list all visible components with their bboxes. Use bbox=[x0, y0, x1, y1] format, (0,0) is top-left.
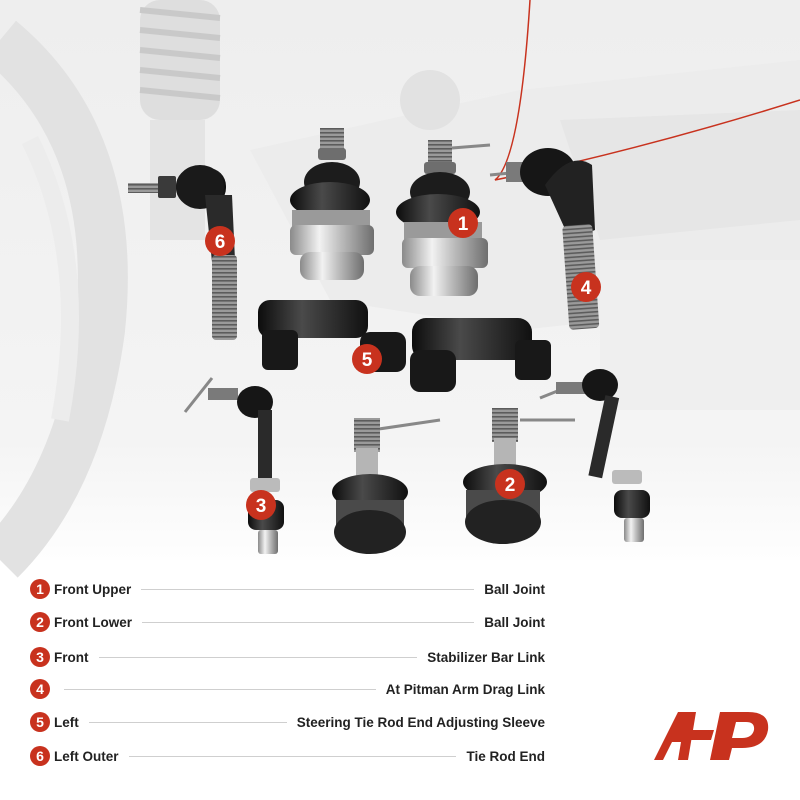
row-position: Left Outer bbox=[54, 748, 119, 764]
row-position: Front Upper bbox=[54, 581, 132, 597]
svg-text:3: 3 bbox=[256, 496, 267, 517]
row-part-name: Steering Tie Rod End Adjusting Sleeve bbox=[296, 714, 545, 730]
callout-1: 1 bbox=[448, 208, 478, 238]
row-divider bbox=[142, 621, 475, 623]
part-upper-ball-joint-a bbox=[290, 128, 374, 280]
callout-6: 6 bbox=[205, 226, 235, 256]
row-part-name: Ball Joint bbox=[484, 581, 545, 597]
parts-list-row: 5 Left Steering Tie Rod End Adjusting Sl… bbox=[30, 711, 545, 733]
svg-text:5: 5 bbox=[362, 350, 373, 371]
part-upper-ball-joint bbox=[396, 140, 491, 296]
a-premium-logo-icon bbox=[654, 712, 769, 760]
parts-list-row: 2 Front Lower Ball Joint bbox=[30, 611, 545, 633]
parts-list-row: 3 Front Stabilizer Bar Link bbox=[30, 646, 545, 668]
row-position: Front bbox=[54, 649, 89, 665]
row-position: Left bbox=[54, 714, 79, 730]
callout-4: 4 bbox=[571, 272, 601, 302]
row-number-badge: 1 bbox=[30, 579, 50, 599]
callout-5: 5 bbox=[352, 344, 382, 374]
part-stabilizer-link-right bbox=[539, 369, 650, 542]
parts-list-row: 4 At Pitman Arm Drag Link bbox=[30, 678, 545, 700]
svg-text:4: 4 bbox=[581, 278, 592, 299]
row-part-name: Ball Joint bbox=[484, 614, 545, 630]
row-divider bbox=[88, 721, 287, 723]
row-number-badge: 2 bbox=[30, 612, 50, 632]
parts-list-row: 6 Left Outer Tie Rod End bbox=[30, 745, 545, 767]
callout-2: 2 bbox=[495, 469, 525, 499]
svg-text:2: 2 bbox=[505, 475, 516, 496]
part-adjusting-sleeves bbox=[258, 300, 551, 392]
callout-3: 3 bbox=[246, 490, 276, 520]
row-divider bbox=[64, 688, 376, 690]
row-part-name: Stabilizer Bar Link bbox=[427, 649, 545, 665]
row-number-badge: 3 bbox=[30, 647, 50, 667]
row-number-badge: 5 bbox=[30, 712, 50, 732]
row-position: Front Lower bbox=[54, 614, 132, 630]
row-part-name: At Pitman Arm Drag Link bbox=[385, 681, 545, 697]
row-part-name: Tie Rod End bbox=[466, 748, 545, 764]
parts-list-row: 1 Front Upper Ball Joint bbox=[30, 578, 545, 600]
svg-text:1: 1 bbox=[458, 214, 469, 235]
svg-text:6: 6 bbox=[215, 232, 226, 253]
row-number-badge: 4 bbox=[30, 679, 50, 699]
row-number-badge: 6 bbox=[30, 746, 50, 766]
row-divider bbox=[98, 656, 418, 658]
row-divider bbox=[141, 588, 475, 590]
part-lower-ball-joint-a bbox=[332, 418, 441, 554]
row-divider bbox=[128, 755, 457, 757]
